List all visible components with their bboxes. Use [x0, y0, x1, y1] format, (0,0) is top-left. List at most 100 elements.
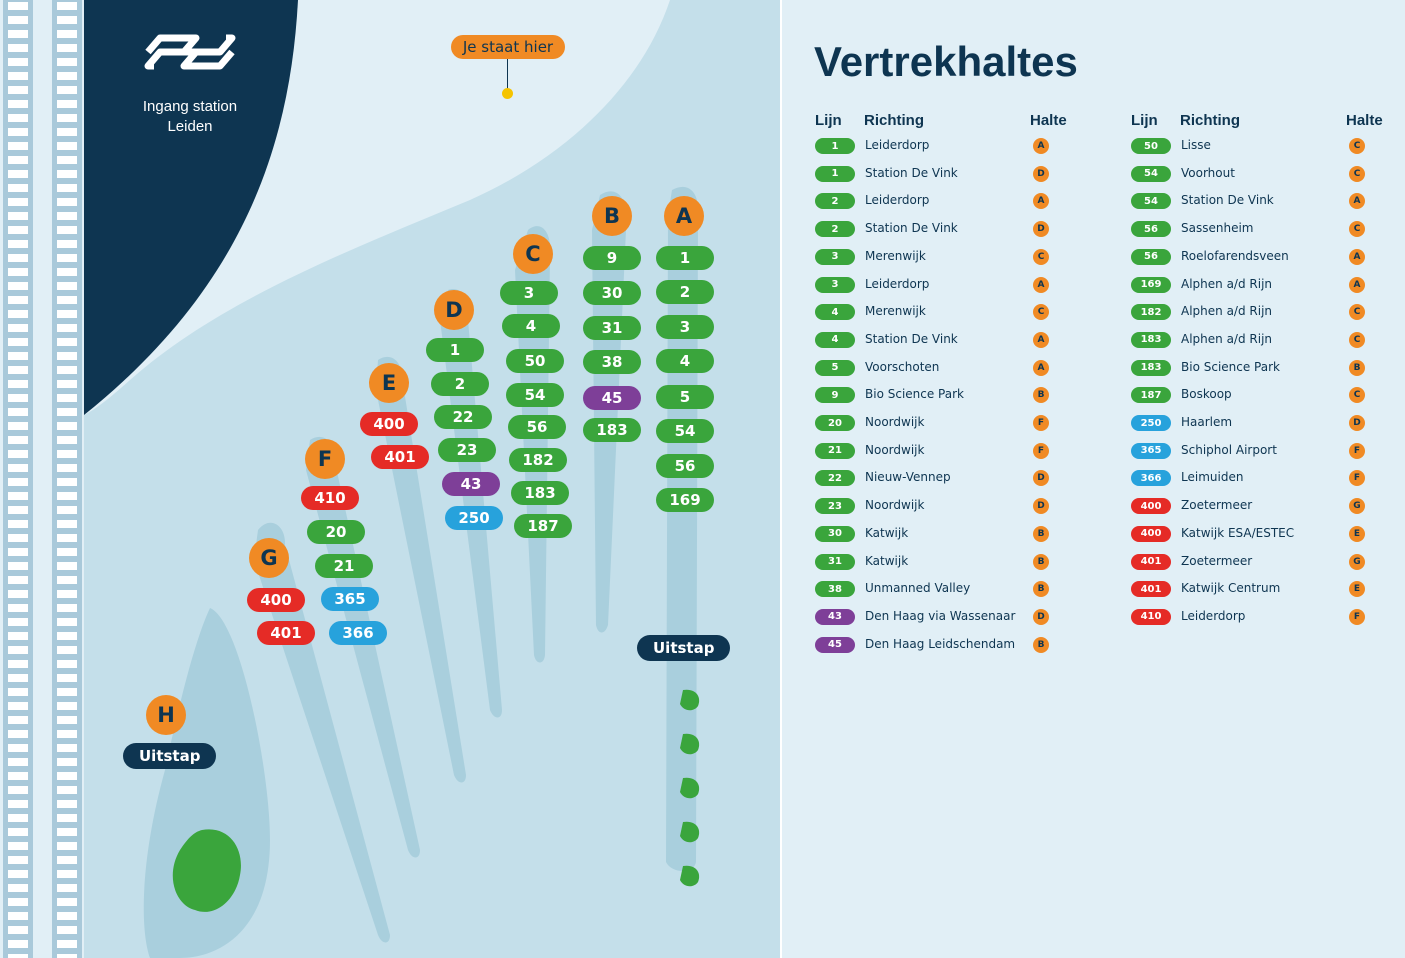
stop-badge: C [1033, 304, 1049, 321]
tree-icon [680, 777, 700, 799]
line-pill-A-3[interactable]: 3 [656, 315, 714, 339]
stop-badge: D [1349, 415, 1365, 431]
line-number-badge: 169 [1131, 276, 1171, 293]
tree-icon [680, 865, 700, 887]
line-pill-C-187[interactable]: 187 [514, 514, 572, 538]
platform-badge-E[interactable]: E [369, 363, 409, 403]
direction-text: Leimuiden [1181, 470, 1244, 485]
line-pill-F-20[interactable]: 20 [307, 520, 365, 544]
line-pill-F-365[interactable]: 365 [321, 587, 379, 611]
stop-badge: D [1033, 165, 1049, 182]
platform-badge-B[interactable]: B [592, 196, 632, 236]
platform-badge-D[interactable]: D [434, 290, 474, 330]
bus-station-map: Ingang station Leiden Je staat hier A B … [0, 0, 782, 958]
line-pill-C-183[interactable]: 183 [511, 481, 569, 505]
line-pill-B-9[interactable]: 9 [583, 246, 641, 270]
stop-badge: F [1033, 442, 1049, 459]
line-pill-B-183[interactable]: 183 [583, 418, 641, 442]
line-pill-C-54[interactable]: 54 [506, 383, 564, 407]
line-pill-B-45[interactable]: 45 [583, 386, 641, 410]
line-pill-F-410[interactable]: 410 [301, 486, 359, 510]
line-pill-D-1[interactable]: 1 [426, 338, 484, 362]
platform-badge-F[interactable]: F [305, 439, 345, 479]
line-pill-D-250[interactable]: 250 [445, 506, 503, 530]
tree-icon [680, 821, 700, 843]
line-pill-D-43[interactable]: 43 [442, 472, 500, 496]
direction-text: Den Haag via Wassenaar [865, 608, 1016, 623]
direction-text: Katwijk [865, 525, 909, 540]
line-pill-D-23[interactable]: 23 [438, 438, 496, 462]
platform-badge-H[interactable]: H [146, 695, 186, 735]
line-pill-A-4[interactable]: 4 [656, 349, 714, 373]
header-line: Lijn [815, 112, 842, 129]
line-pill-G-401[interactable]: 401 [257, 621, 315, 645]
line-pill-E-401[interactable]: 401 [371, 445, 429, 469]
stop-badge: D [1033, 221, 1049, 238]
line-number-badge: 3 [815, 248, 855, 265]
line-pill-A-54[interactable]: 54 [656, 419, 714, 443]
direction-text: Roelofarendsveen [1181, 248, 1289, 263]
line-number-badge: 21 [815, 442, 855, 459]
stop-badge: A [1349, 248, 1365, 265]
platform-badge-G[interactable]: G [249, 538, 289, 578]
line-pill-A-5[interactable]: 5 [656, 385, 714, 409]
line-number-badge: 31 [815, 553, 855, 570]
stop-badge: B [1033, 387, 1049, 404]
stop-badge: A [1033, 276, 1049, 293]
line-pill-A-1[interactable]: 1 [656, 246, 714, 270]
line-pill-D-22[interactable]: 22 [434, 405, 492, 429]
direction-text: Katwijk [865, 553, 909, 568]
direction-text: Unmanned Valley [865, 581, 971, 596]
stop-badge: D [1033, 470, 1049, 487]
direction-text: Station De Vink [865, 331, 958, 346]
line-pill-B-30[interactable]: 30 [583, 281, 641, 305]
line-pill-B-38[interactable]: 38 [583, 350, 641, 374]
station-entrance-label: Ingang station Leiden [112, 97, 268, 137]
line-number-badge: 50 [1131, 138, 1171, 154]
line-pill-F-366[interactable]: 366 [329, 621, 387, 645]
direction-text: Alphen a/d Rijn [1181, 276, 1273, 291]
stop-badge: B [1033, 553, 1049, 570]
direction-text: Sassenheim [1181, 221, 1254, 236]
line-pill-D-2[interactable]: 2 [431, 372, 489, 396]
header-direction: Richting [864, 112, 924, 129]
direction-text: Noordwijk [865, 415, 925, 429]
line-pill-A-56[interactable]: 56 [656, 454, 714, 478]
direction-text: Zoetermeer [1181, 498, 1253, 513]
header-stop: Halte [1030, 112, 1067, 129]
line-number-badge: 30 [815, 525, 855, 542]
direction-text: Leiderdorp [1181, 608, 1246, 623]
header-direction: Richting [1180, 112, 1240, 129]
line-pill-F-21[interactable]: 21 [315, 554, 373, 578]
line-number-badge: 9 [815, 387, 855, 404]
stop-badge: A [1033, 193, 1049, 210]
railway-tracks [0, 0, 84, 958]
stop-badge: D [1033, 498, 1049, 515]
line-number-badge: 4 [815, 304, 855, 321]
line-pill-B-31[interactable]: 31 [583, 316, 641, 340]
line-pill-C-182[interactable]: 182 [509, 448, 567, 472]
direction-text: Bio Science Park [865, 387, 964, 402]
line-pill-C-3[interactable]: 3 [500, 281, 558, 305]
line-number-badge: 22 [815, 470, 855, 487]
direction-text: Katwijk Centrum [1181, 581, 1281, 596]
line-pill-C-56[interactable]: 56 [508, 415, 566, 439]
line-pill-C-50[interactable]: 50 [506, 349, 564, 373]
line-number-badge: 23 [815, 498, 855, 515]
line-pill-A-2[interactable]: 2 [656, 280, 714, 304]
line-number-badge: 401 [1131, 553, 1171, 570]
line-pill-C-4[interactable]: 4 [502, 314, 560, 338]
platform-badge-A[interactable]: A [664, 196, 704, 236]
stop-badge: F [1349, 442, 1365, 459]
direction-text: Station De Vink [1181, 193, 1274, 208]
stop-badge: A [1349, 193, 1365, 210]
line-number-badge: 45 [815, 636, 855, 653]
direction-text: Voorschoten [865, 359, 940, 374]
stop-badge: C [1349, 331, 1365, 348]
line-number-badge: 43 [815, 608, 855, 625]
line-pill-G-400[interactable]: 400 [247, 588, 305, 612]
platform-badge-C[interactable]: C [513, 234, 553, 274]
line-pill-A-169[interactable]: 169 [656, 488, 714, 512]
line-pill-E-400[interactable]: 400 [360, 412, 418, 436]
stop-badge: C [1349, 165, 1365, 182]
